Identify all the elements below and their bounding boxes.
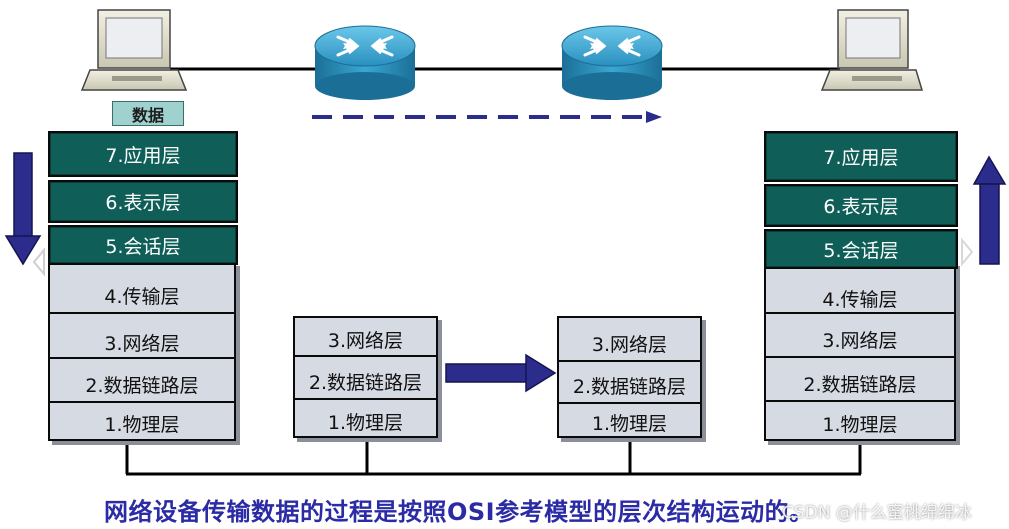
right-layer-2: 2.数据链路层: [803, 373, 917, 396]
router-a-layer-3: 3.网络层: [327, 329, 404, 352]
right-computer-icon: [820, 9, 924, 91]
left-layer-4: 4.传输层: [104, 285, 180, 308]
router-b-layer-2: 2.数据链路层: [572, 375, 687, 398]
router-to-router-arrow: [445, 353, 557, 393]
decapsulation-up-arrow: [972, 155, 1007, 265]
left-computer-icon: [80, 9, 188, 91]
right-layer-1: 1.物理层: [822, 414, 898, 436]
router-b-layer-1: 1.物理层: [591, 413, 668, 435]
left-layer-7: 7.应用层: [48, 131, 238, 177]
next-chevron-icon: [961, 237, 974, 267]
prev-chevron-icon: [32, 247, 45, 277]
data-label: 数据: [112, 101, 184, 126]
router-a-layer-1: 1.物理层: [327, 412, 404, 434]
diagram-caption: 网络设备传输数据的过程是按照OSI参考模型的层次结构运动的。: [104, 498, 814, 526]
router-a-icon: [314, 25, 416, 100]
right-layer-4: 4.传输层: [822, 288, 898, 311]
watermark: CSDN @什么蜜桃绵绵冰: [782, 503, 972, 523]
right-layer-3: 3.网络层: [822, 329, 898, 352]
right-layer-5: 5.会话层: [764, 229, 958, 269]
left-layer-2: 2.数据链路层: [85, 374, 199, 397]
right-layer-7: 7.应用层: [764, 131, 958, 182]
left-layer-1: 1.物理层: [104, 413, 180, 436]
encapsulation-down-arrow: [4, 152, 42, 266]
left-layer-6: 6.表示层: [48, 180, 238, 223]
left-layer-5: 5.会话层: [48, 225, 238, 265]
router-b-layer-3: 3.网络层: [591, 333, 668, 356]
router-a-layer-2: 2.数据链路层: [308, 371, 423, 394]
data-flow-dashed-arrow: [312, 111, 662, 123]
right-layer-6: 6.表示层: [764, 184, 958, 227]
physical-link-bus: [125, 438, 862, 476]
router-b-icon: [561, 25, 663, 100]
left-layer-3: 3.网络层: [104, 332, 180, 355]
